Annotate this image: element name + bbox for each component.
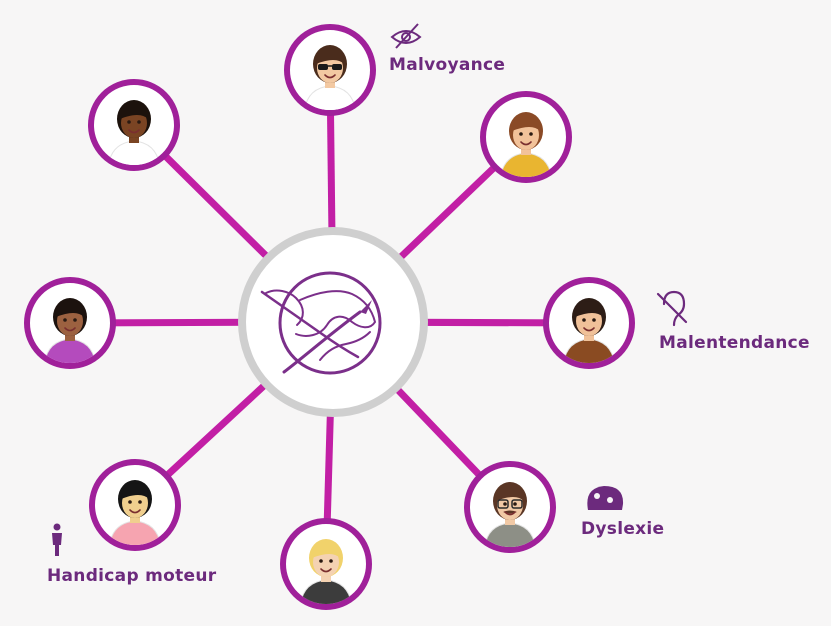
hub-ring <box>238 227 428 417</box>
people-nodes <box>24 24 635 610</box>
avatar-icon <box>483 482 537 547</box>
hub-node <box>238 227 428 417</box>
eye-slash-icon <box>390 23 422 49</box>
label-malentendance: Malentendance <box>659 333 810 353</box>
person-node-upper-left <box>88 79 180 171</box>
label-handicap-moteur: Handicap moteur <box>47 566 217 586</box>
person-standing-icon <box>52 523 62 556</box>
label-malvoyance: Malvoyance <box>389 55 506 75</box>
person-node-lower-left <box>89 459 181 551</box>
head-puzzle-icon <box>587 486 624 510</box>
label-dyslexie: Dyslexie <box>581 519 665 539</box>
avatar-icon <box>562 298 616 363</box>
avatar-icon <box>43 298 97 363</box>
globe-with-comet-icon <box>260 271 382 375</box>
person-node-top <box>284 24 376 116</box>
avatar-icon <box>107 100 161 165</box>
ear-slash-icon <box>656 290 688 327</box>
person-node-bottom <box>280 518 372 610</box>
avatar-icon <box>499 112 553 177</box>
avatar-icon <box>303 45 357 110</box>
person-node-left <box>24 277 116 369</box>
person-node-upper-right <box>480 91 572 183</box>
person-node-lower-right <box>464 461 556 553</box>
avatar-icon <box>108 480 162 545</box>
label-icons <box>52 23 688 556</box>
person-node-right <box>543 277 635 369</box>
